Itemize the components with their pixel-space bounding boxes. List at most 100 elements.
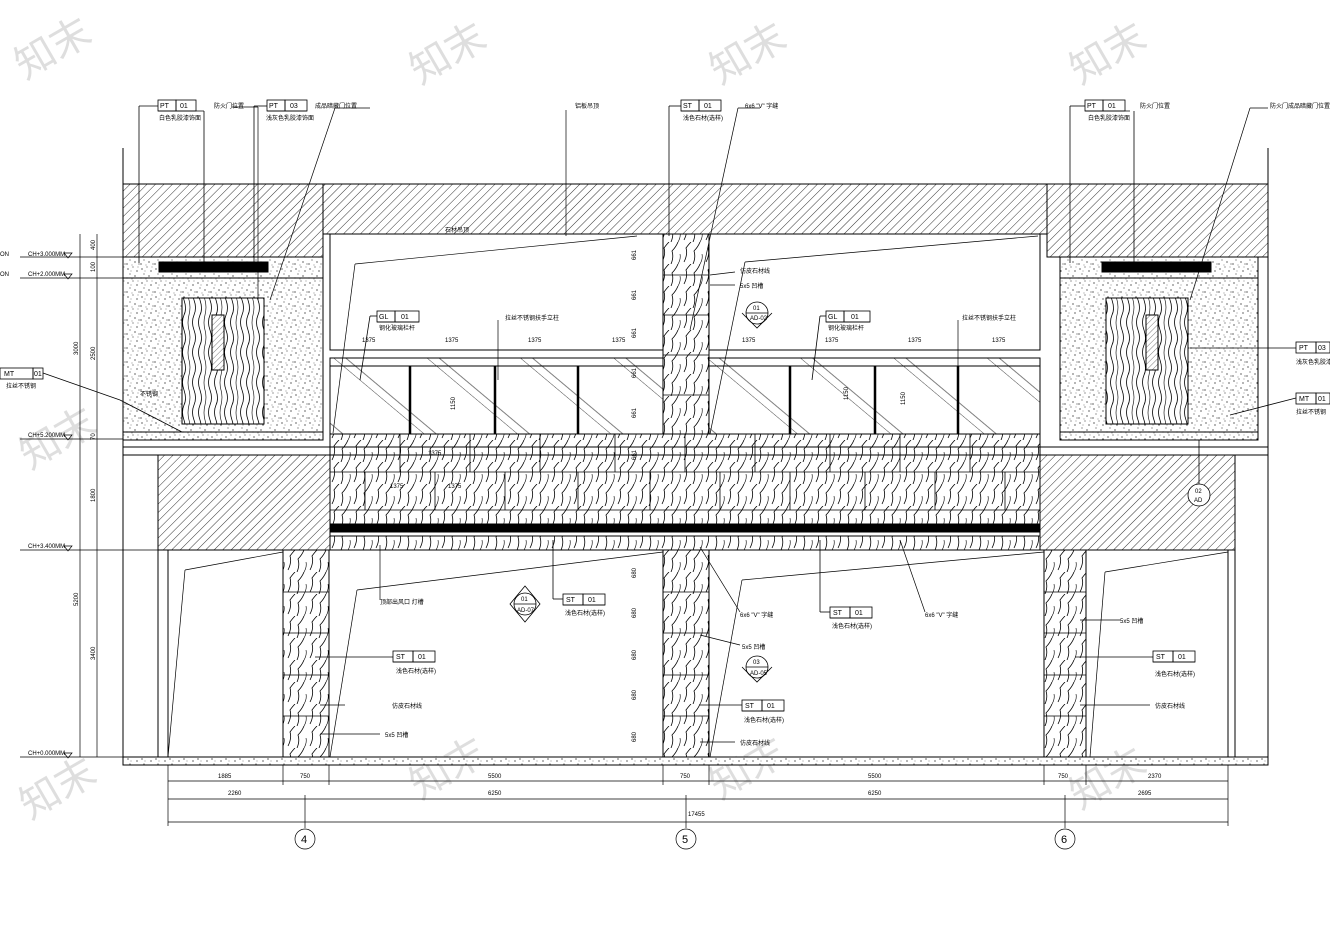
tag-code: ST xyxy=(1156,654,1166,661)
stone-dim: 1375 xyxy=(428,451,442,457)
glass-dim: 1375 xyxy=(908,338,922,344)
glass-dim: 1375 xyxy=(445,338,459,344)
level-prefix: ON xyxy=(0,272,9,278)
vdim-left: 5200 xyxy=(74,592,80,606)
watermark: 知末 xyxy=(403,730,494,808)
glass-dim: 1375 xyxy=(825,338,839,344)
dim-row2: 6250 xyxy=(868,791,882,797)
vdim-center: 661 xyxy=(632,327,638,338)
note-groove-mid: 6x6 "V" 字缝 xyxy=(740,611,773,619)
tag-num: 01 xyxy=(704,103,712,110)
dim-row2: 6250 xyxy=(488,791,502,797)
vdim-center: 661 xyxy=(632,249,638,260)
tag-desc: 浅色石材(选样) xyxy=(744,716,784,724)
tag-code: GL xyxy=(379,314,388,321)
watermark: 知末 xyxy=(703,15,794,93)
grid-axis-label: 5 xyxy=(682,834,688,846)
watermark: 知末 xyxy=(8,10,99,88)
note-hidden-door-left: 成品暗藏门位置 xyxy=(315,102,357,110)
vdim-center: 661 xyxy=(632,289,638,300)
note-stud-left: 不锈钢 xyxy=(140,390,158,398)
dim-row1: 750 xyxy=(680,774,691,780)
top-slab-left xyxy=(122,183,324,258)
level-label: CH+2.000MM xyxy=(28,272,65,278)
tag-code: PT xyxy=(160,103,170,110)
right-floor xyxy=(1059,431,1259,441)
tag-num: 01 xyxy=(767,703,775,710)
tag-code: PT xyxy=(269,103,279,110)
dimension-texts: 1885 750 5500 750 5500 750 2370 2260 625… xyxy=(218,774,1162,846)
vdim-center: 680 xyxy=(632,607,638,618)
tag-desc: 浅色石材(选样) xyxy=(565,609,605,617)
grid-axis-label: 6 xyxy=(1061,834,1067,846)
note-groove-5x5-left: 5x5 凹槽 xyxy=(385,731,408,739)
vdim-center: 680 xyxy=(632,649,638,660)
tag-code: ST xyxy=(683,103,693,110)
vdim-center: 661 xyxy=(632,367,638,378)
tag-desc: 白色乳胶漆饰面 xyxy=(1088,114,1130,122)
right-door-handle xyxy=(1145,314,1159,371)
dimension-lines xyxy=(167,765,1229,850)
tag-desc: 浅色石材(选样) xyxy=(683,114,723,122)
grid-bubble xyxy=(1054,828,1076,850)
note-texts: 防火门位置 成品暗藏门位置 铝板吊顶 6x6 "V" 字缝 防火门位置 防火门成… xyxy=(140,102,1330,747)
tag-num: 01 xyxy=(34,371,42,378)
tag-code: ST xyxy=(745,703,755,710)
left-door-handle xyxy=(211,314,225,371)
glass-dim: 1375 xyxy=(362,338,376,344)
note-ceiling: 石材吊顶 xyxy=(445,226,469,234)
level-label: CH+3.400MM xyxy=(28,544,65,550)
dim-row1: 5500 xyxy=(868,774,882,780)
tag-num: 01 xyxy=(855,610,863,617)
glass-dim: 1375 xyxy=(528,338,542,344)
section-markers xyxy=(509,301,1211,683)
dim-row2: 2695 xyxy=(1138,791,1152,797)
vdim-center: 661 xyxy=(632,407,638,418)
dim-row1: 1885 xyxy=(218,774,232,780)
tag-code: ST xyxy=(833,610,843,617)
vdim-left: 400 xyxy=(91,239,97,250)
tag-desc: 拉丝不锈钢 xyxy=(1296,408,1326,416)
structure xyxy=(122,148,1269,766)
note-handrail-left: 拉丝不锈钢扶手立柱 xyxy=(505,314,559,322)
section-num: 01 xyxy=(753,306,760,312)
dim-row1: 750 xyxy=(1058,774,1069,780)
vdim-center: 661 xyxy=(632,449,638,460)
tag-desc: 拉丝不锈钢 xyxy=(6,382,36,390)
tag-desc: 浅色石材(选样) xyxy=(396,667,436,675)
tag-code: ST xyxy=(566,597,576,604)
tag-desc: 钢化玻璃栏杆 xyxy=(379,324,415,332)
tag-code: ST xyxy=(396,654,406,661)
vdim-left: 2500 xyxy=(91,346,97,360)
tag-num: 01 xyxy=(1178,654,1186,661)
level-texts: ON ON CH+3.000MM CH+2.000MM CH+5.200MM C… xyxy=(0,239,97,757)
stone-dim: 1375 xyxy=(448,484,462,490)
level-label: CH+5.200MM xyxy=(28,433,65,439)
section-num: 03 xyxy=(753,660,760,666)
left-floor xyxy=(122,431,324,441)
glass-height: 1150 xyxy=(451,396,457,410)
note-stone-line-center: 仿皮石材线 xyxy=(740,739,770,747)
dim-row1: 2370 xyxy=(1148,774,1162,780)
left-vent-bar xyxy=(158,261,269,273)
dim-row1: 5500 xyxy=(488,774,502,780)
tag-num: 01 xyxy=(180,103,188,110)
tag-desc: 钢化玻璃栏杆 xyxy=(828,324,864,332)
note-stone-line-left: 仿皮石材线 xyxy=(392,702,422,710)
vdim-center: 680 xyxy=(632,731,638,742)
handrail-strip xyxy=(329,523,1041,533)
stone-dim: 1375 xyxy=(390,484,404,490)
note-stone-line-top: 仿皮石材线 xyxy=(740,267,770,275)
watermark: 知末 xyxy=(1063,15,1154,93)
grid-axis-label: 4 xyxy=(301,834,307,846)
dim-row2: 2260 xyxy=(228,791,242,797)
note-groove-mid2: 6x6 "V" 字缝 xyxy=(925,611,958,619)
glass-height: 1150 xyxy=(844,386,850,400)
mid-slab-left xyxy=(157,454,331,551)
tag-num: 03 xyxy=(290,103,298,110)
glass-height: 1150 xyxy=(901,391,907,405)
glass-dim: 1375 xyxy=(742,338,756,344)
vdim-center: 680 xyxy=(632,567,638,578)
note-groove-5x5-top: 5x5 凹槽 xyxy=(740,282,763,290)
